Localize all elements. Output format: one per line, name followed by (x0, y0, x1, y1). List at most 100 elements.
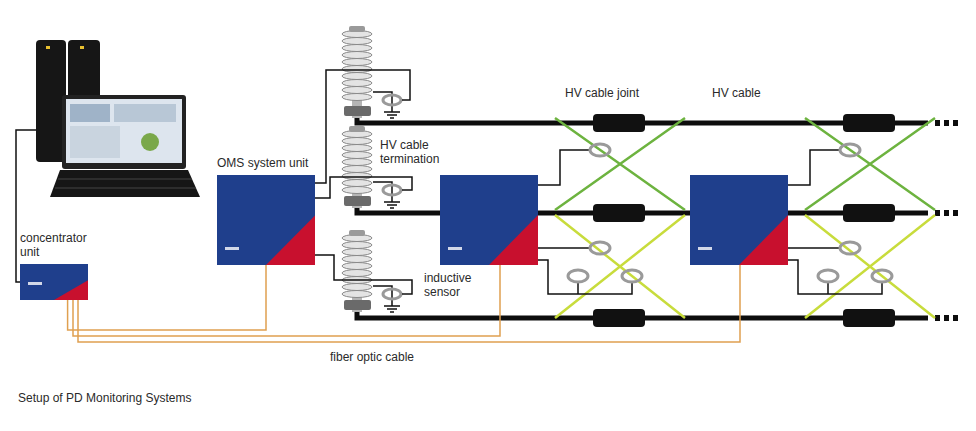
screen-panel (114, 104, 176, 122)
insulator-disc (342, 284, 372, 291)
sensor-ring (840, 242, 860, 254)
sensor-wire (538, 247, 590, 249)
inductive-sensors (383, 95, 401, 299)
insulator-disc (342, 87, 372, 94)
unit-corner (489, 215, 538, 265)
insulator-disc (342, 80, 372, 87)
cable-termination (342, 26, 372, 118)
cross-bond-link (555, 215, 685, 318)
unit-body (690, 175, 788, 265)
insulator-disc (342, 159, 372, 166)
fiber-label: fiber optic cable (330, 350, 414, 364)
sensor-wire (788, 150, 840, 185)
continuation-dots (935, 120, 958, 321)
dot (935, 120, 940, 126)
figure-caption: Setup of PD Monitoring Systems (18, 391, 191, 405)
sensor-wire (538, 260, 632, 294)
dot (944, 210, 949, 216)
keyboard (50, 170, 200, 197)
cable-joint (593, 114, 645, 132)
unit-body (20, 264, 88, 300)
ground-symbol (373, 182, 400, 208)
unit-corner (266, 216, 315, 266)
sensor-ring (590, 242, 610, 254)
sensor-ring (622, 270, 642, 282)
ground-symbol (373, 92, 400, 118)
monitor (62, 95, 186, 169)
joint-sensors (568, 144, 892, 282)
sensor-ring (383, 95, 401, 105)
unit-corner (739, 215, 788, 265)
cable-joint (843, 114, 895, 132)
dot (944, 120, 949, 126)
cable-label: HV cable (712, 86, 761, 100)
termination-cap (349, 26, 365, 32)
termination-base (344, 196, 371, 206)
sensor-wire (788, 247, 840, 249)
cable-joint (593, 309, 645, 327)
insulator-disc (342, 138, 372, 145)
sensor-ring (590, 144, 610, 156)
insulator-disc (342, 94, 372, 101)
unit-graphic (217, 175, 315, 265)
sensor-wire (315, 177, 412, 198)
unit-body (440, 175, 538, 265)
sensor-ring (840, 144, 860, 156)
sensor-ring (872, 270, 892, 282)
dot (944, 315, 949, 321)
cable-joint (843, 204, 895, 222)
insulator-disc (342, 270, 372, 277)
insulator-disc (342, 52, 372, 59)
concentrator-unit: concentrator unit (20, 231, 98, 300)
screen-icon (141, 133, 159, 151)
server-tower (36, 40, 66, 162)
screen (66, 99, 182, 163)
termination-base (344, 300, 371, 310)
insulator-disc (342, 242, 372, 249)
insulator-disc (342, 145, 372, 152)
data-wire (16, 130, 36, 282)
sensor-wire (315, 255, 412, 294)
insulator-disc (342, 263, 372, 270)
cable-termination (342, 230, 372, 312)
dot (953, 210, 958, 216)
unit-logo (28, 282, 42, 285)
sensor-label: inductive sensor (424, 271, 484, 299)
insulator-disc (342, 173, 372, 180)
joint-label: HV cable joint (565, 86, 639, 100)
cable-joints (593, 114, 895, 327)
keyboard-rows (55, 179, 196, 188)
insulator-disc (342, 187, 372, 194)
dot (953, 315, 958, 321)
screen-panel (70, 126, 120, 158)
unit-label: OMS system unit (217, 156, 308, 170)
unit-logo (225, 247, 239, 250)
insulator-disc (342, 152, 372, 159)
cable-termination (342, 126, 372, 208)
unit-graphic (20, 264, 88, 300)
fiber-line (73, 265, 500, 336)
insulator-disc (342, 66, 372, 73)
sensor-wire (788, 260, 882, 294)
unit-corner (54, 280, 88, 300)
insulator-disc (342, 256, 372, 263)
joint-sensor-wires (538, 150, 882, 294)
insulator-disc (342, 249, 372, 256)
computer (36, 40, 200, 197)
sensor-wire (538, 150, 590, 185)
sensor-wires (315, 70, 412, 294)
ground-symbol (373, 286, 400, 312)
dot (935, 210, 940, 216)
led (46, 46, 50, 49)
unit-logo (698, 247, 712, 250)
insulator-disc (342, 59, 372, 66)
sensor-ring (568, 270, 588, 282)
screen-panel (70, 104, 110, 122)
insulator-disc (342, 45, 372, 52)
cable-joint (843, 309, 895, 327)
cross-bonding (555, 118, 935, 318)
fiber-optic-cable (68, 265, 266, 330)
insulator-disc (342, 73, 372, 80)
